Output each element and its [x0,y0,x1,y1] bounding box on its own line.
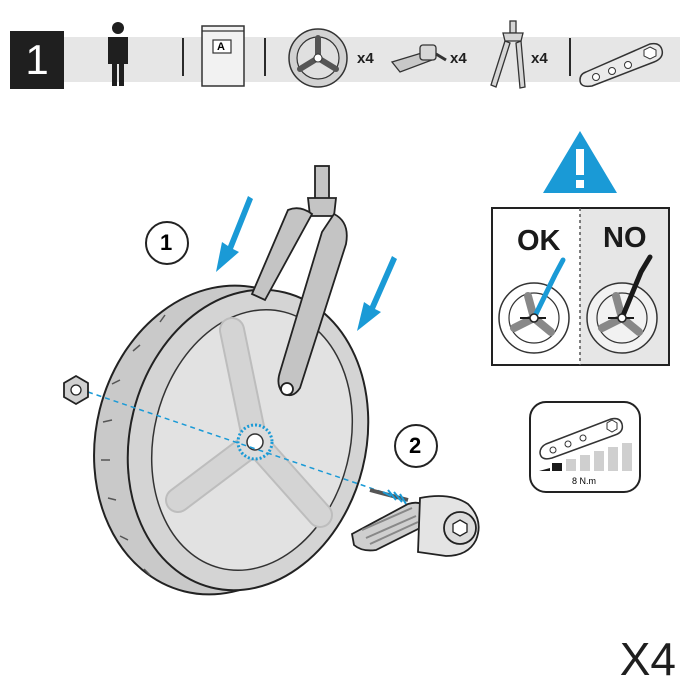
fork-icon [490,20,526,89]
toolbar-divider [182,38,184,76]
pedal-quantity: x4 [450,50,467,67]
ok-label: OK [517,225,561,257]
warning-icon [543,131,617,193]
torque-level-icon [539,443,632,471]
no-label: NO [603,222,647,254]
down-arrow-icon [357,256,397,331]
wrench-icon [579,42,664,88]
toolbar-divider [264,38,266,76]
torque-wrench-icon [539,417,624,460]
toolbar-divider [569,38,571,76]
down-arrow-icon [216,196,253,272]
parts-toolbar [64,37,680,82]
nut-icon [63,374,89,406]
callout-1: 1 [160,230,173,255]
step-number-badge: 1 [10,31,64,89]
wheel-quantity: x4 [357,50,374,67]
wheel-icon [288,28,348,88]
incorrect-wheel-icon [586,254,658,354]
correct-wheel-icon [498,257,570,354]
fork [250,165,348,397]
pedal [350,488,480,557]
callout-1-circle [145,221,189,265]
callout-2-circle [394,424,438,468]
callout-2: 2 [409,433,422,458]
fork-quantity: x4 [531,50,548,67]
repeat-count: X4 [619,633,676,685]
step-number: 1 [25,36,49,83]
parts-bag-icon [201,25,245,87]
person-icon [108,22,128,86]
pedal-icon [390,44,447,73]
bag-label: A [217,41,225,53]
torque-value: 8 N.m [572,476,597,486]
